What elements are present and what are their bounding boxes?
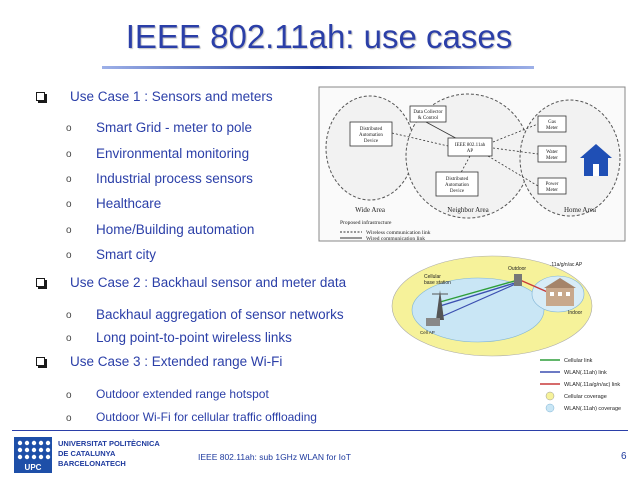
title-underline: [102, 66, 534, 69]
gas-meter-box: [537, 115, 567, 133]
circle-bullet-icon: o: [66, 333, 72, 344]
cellular-base-label-1: Cellular: [424, 274, 441, 280]
dad-mid-label-2: Automation: [445, 183, 469, 188]
distributed-automation-device-box: [349, 121, 393, 147]
list-item-text: Backhaul aggregation of sensor networks: [96, 307, 344, 322]
wlan-ah-link-line-2: [433, 281, 521, 321]
neighbor-area-label: Neighbor Area: [447, 206, 489, 214]
wlan-ah-link-line: [439, 281, 519, 307]
acgn-ap-label: .11a/g/n/ac AP: [550, 262, 583, 268]
legend-cellular-coverage: Cellular coverage: [564, 394, 607, 400]
ap-label-2: AP: [467, 149, 474, 154]
footer-title: IEEE 802.11ah: sub 1GHz WLAN for IoT: [198, 452, 351, 462]
circle-bullet-icon: o: [66, 310, 72, 321]
proposed-infrastructure-label: Proposed infrastructure: [340, 219, 392, 226]
legend-cellular-coverage-swatch: [545, 391, 555, 401]
gas-label-1: Gas: [548, 120, 556, 125]
list-item-text: Outdoor extended range hotspot: [96, 387, 269, 401]
university-line-3: BARCELONATECH: [58, 459, 126, 468]
dad-left-label-2: Automation: [359, 133, 383, 138]
data-collector-box: [409, 105, 447, 123]
dad-mid-label-1: Distributed: [446, 177, 469, 182]
legend-wlan-ah-coverage: WLAN(.11ah) coverage: [564, 406, 621, 412]
extended-range-diagram: Cellular base station Outdoor .11a/g/n/a…: [391, 255, 621, 413]
ap-label-1: IEEE 802.11ah: [455, 143, 486, 148]
university-line-2: DE CATALUNYA: [58, 449, 116, 458]
circle-bullet-icon: o: [66, 149, 72, 160]
legend-wlan-ah-link: WLAN(.11ah) link: [564, 370, 607, 376]
client-label: Cell AP: [420, 330, 435, 335]
square-bullet-icon: [36, 92, 45, 101]
university-name: UNIVERSITAT POLITÈCNICA DE CATALUNYA BAR…: [58, 439, 160, 469]
wide-area-label: Wide Area: [355, 206, 386, 214]
list-item-text: Industrial process sensors: [96, 171, 253, 186]
power-label-2: Meter: [546, 188, 558, 193]
outdoor-label: Outdoor: [508, 266, 526, 272]
dad-left-label-1: Distributed: [360, 127, 383, 132]
water-label-1: Water: [546, 150, 558, 155]
building-icon: [544, 278, 576, 306]
ap-box: [447, 137, 493, 157]
water-meter-box: [537, 145, 567, 163]
circle-bullet-icon: o: [66, 390, 72, 401]
square-bullet-icon: [36, 357, 45, 366]
footer-divider: [12, 430, 628, 431]
wired-legend-label: Wired communication link: [366, 236, 425, 242]
circle-bullet-icon: o: [66, 225, 72, 236]
circle-bullet-icon: o: [66, 199, 72, 210]
legend-wlan-ah-coverage-swatch: [545, 403, 555, 413]
legend-wlan-acgn-link: WLAN(.11a/g/n/ac) link: [564, 382, 620, 388]
list-item-text: Healthcare: [96, 196, 162, 211]
list-item-text: Smart Grid - meter to pole: [96, 120, 253, 135]
circle-bullet-icon: o: [66, 250, 72, 261]
distributed-automation-device-box: [435, 171, 479, 197]
list-item-text: Smart city: [96, 247, 157, 262]
circle-bullet-icon: o: [66, 123, 72, 134]
client-device-icon: [426, 318, 440, 326]
dad-left-label-3: Device: [364, 139, 379, 144]
list-item-text: Long point-to-point wireless links: [96, 330, 292, 345]
gas-label-2: Meter: [546, 126, 558, 131]
data-collector-label-2: & Control: [418, 116, 439, 121]
list-item-text: Environmental monitoring: [96, 146, 250, 161]
outdoor-ap-icon: [514, 274, 522, 286]
wide-area-cloud: [325, 95, 415, 201]
indoor-label: Indoor: [568, 310, 583, 316]
data-collector-label-1: Data Collector: [413, 110, 443, 115]
university-line-1: UNIVERSITAT POLITÈCNICA: [58, 439, 160, 448]
upc-logo-icon: UPC: [14, 437, 52, 473]
cellular-base-label-2: base station: [424, 280, 451, 286]
power-label-1: Power: [546, 182, 559, 187]
power-meter-box: [537, 177, 567, 195]
sensors-meters-diagram: Distributed Automation Device Data Colle…: [318, 86, 626, 242]
home-area-label: Home Area: [564, 206, 597, 214]
dad-mid-label-3: Device: [450, 189, 465, 194]
cell-tower-icon: [432, 290, 448, 320]
list-item-text: Outdoor Wi-Fi for cellular traffic offlo…: [96, 410, 317, 424]
circle-bullet-icon: o: [66, 174, 72, 185]
wireless-legend-label: Wireless communication link: [366, 230, 431, 236]
use-case-1-heading: Use Case 1 : Sensors and meters: [70, 89, 273, 104]
list-item-text: Home/Building automation: [96, 222, 255, 237]
page-number: 6: [621, 451, 627, 462]
slide-title: IEEE 802.11ah: use cases: [125, 18, 513, 55]
circle-bullet-icon: o: [66, 413, 72, 424]
square-bullet-icon: [36, 278, 45, 287]
water-label-2: Meter: [546, 156, 558, 161]
house-icon: [580, 144, 612, 176]
logo-text: UPC: [25, 463, 42, 472]
use-case-2-heading: Use Case 2 : Backhaul sensor and meter d…: [70, 275, 347, 290]
use-case-3-heading: Use Case 3 : Extended range Wi-Fi: [70, 354, 283, 369]
cellular-link-line: [439, 279, 519, 303]
legend-cellular-link: Cellular link: [564, 358, 593, 364]
